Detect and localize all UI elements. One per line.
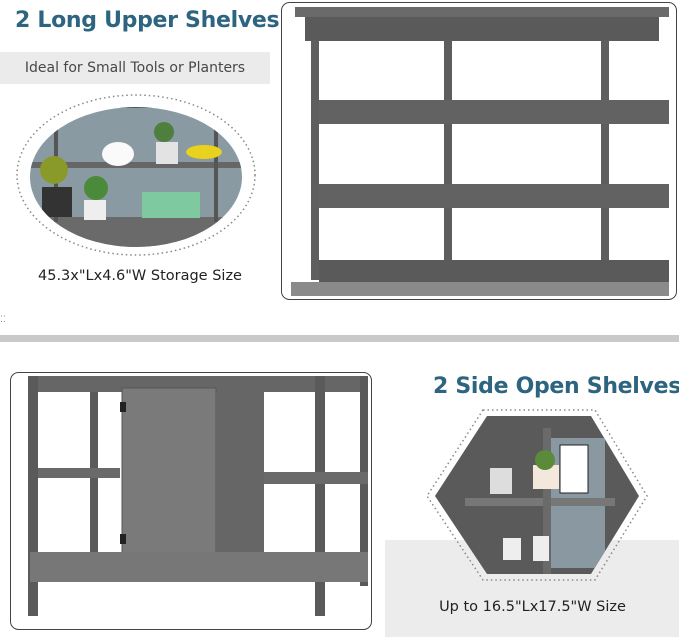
section-divider — [0, 335, 679, 342]
cabinet-photo — [10, 372, 372, 630]
side-shelves-caption: Up to 16.5"Lx17.5"W Size — [439, 599, 626, 615]
side-shelves-title: 2 Side Open Shelves — [433, 374, 679, 399]
side-shelves-closeup-photo — [426, 409, 648, 581]
upper-shelves-title: 2 Long Upper Shelves — [15, 8, 280, 33]
upper-shelves-caption: 45.3x"Lx4.6"W Storage Size — [38, 268, 242, 284]
dots-decoration: ⁚⁚ — [0, 315, 6, 325]
upper-shelves-closeup-photo — [16, 94, 256, 256]
upper-shelves-photo — [281, 2, 677, 300]
upper-shelves-subtitle: Ideal for Small Tools or Planters — [0, 52, 270, 84]
